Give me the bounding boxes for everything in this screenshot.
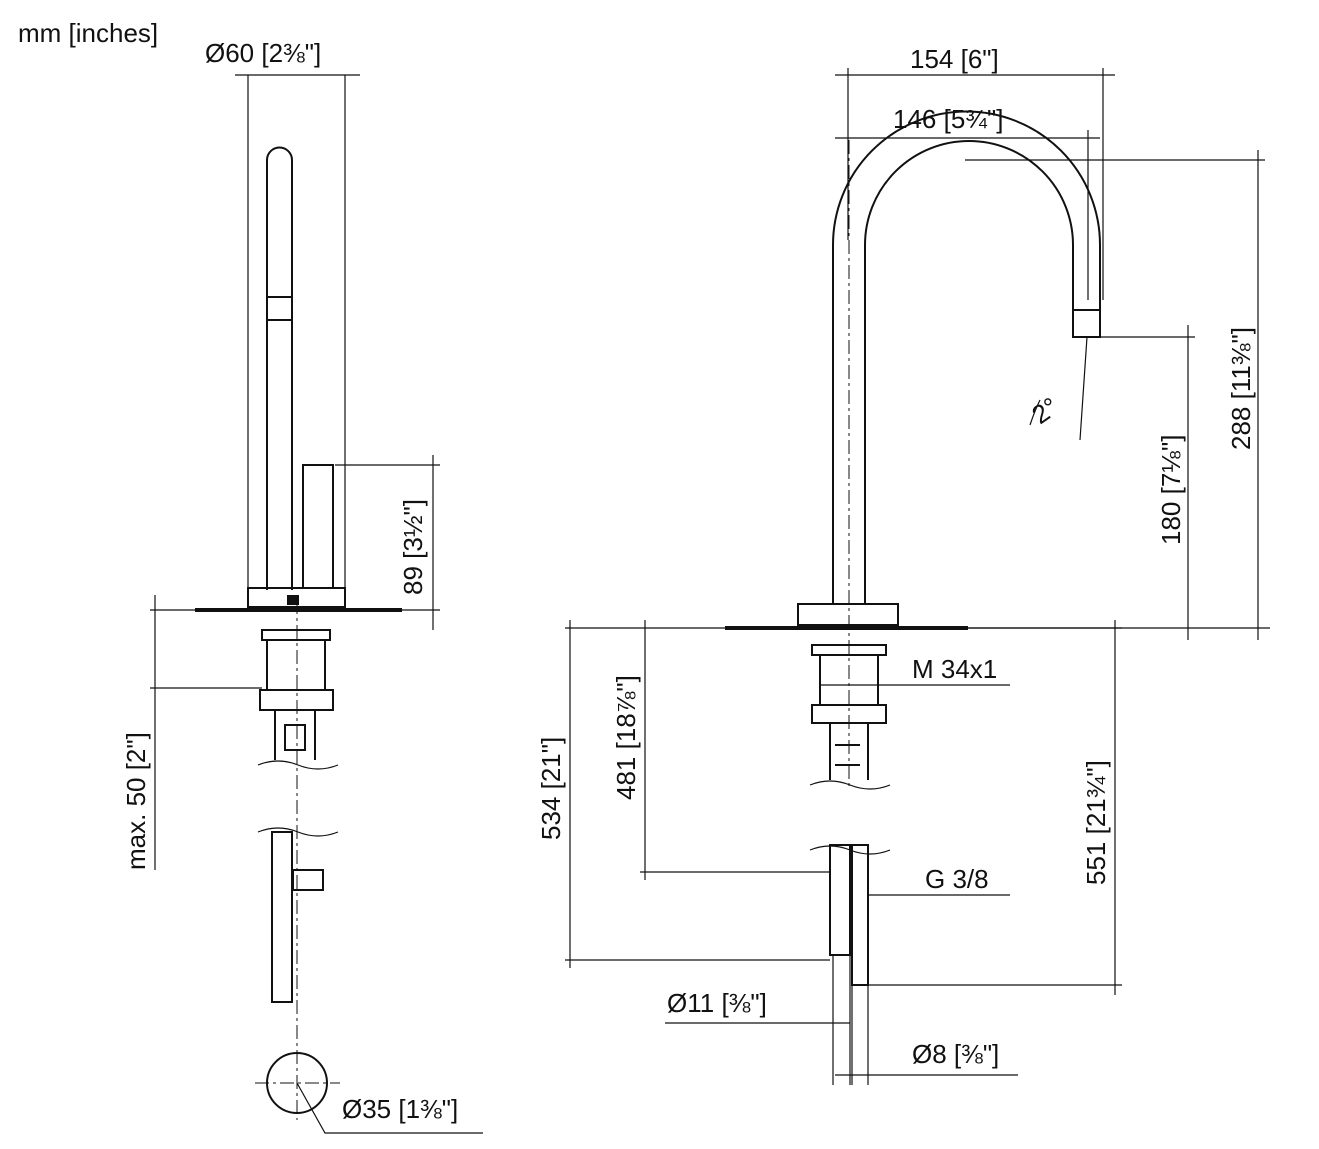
- dim-handle-height: 89 [3½"]: [398, 499, 428, 595]
- left-handle: [302, 464, 334, 589]
- right-body: [797, 603, 899, 626]
- dim-hose-diameter-8: Ø8 [⅜"]: [912, 1039, 999, 1069]
- right-front-view: 154 [6"] 146 [5¾"] 288 [11⅜"] 180 [7⅛"] …: [536, 44, 1270, 1085]
- dim-reach-inner: 146 [5¾"]: [893, 104, 1003, 134]
- dim-hose-length-551: 551 [21¾"]: [1081, 760, 1111, 885]
- hose-2: [851, 844, 869, 986]
- left-side-view: Ø60 [2⅜"] 89 [3½"] max. 50 [2"] Ø35 [1⅜"…: [121, 38, 483, 1134]
- dim-spout-diameter: Ø60 [2⅜"]: [205, 38, 321, 68]
- gooseneck-spout: [832, 110, 1101, 604]
- dim-hole-diameter: Ø35 [1⅜"]: [342, 1094, 458, 1124]
- dim-angle: 2°: [1026, 391, 1064, 430]
- units-label: mm [inches]: [18, 18, 158, 48]
- left-spout: [266, 146, 293, 590]
- dim-reach-outer: 154 [6"]: [910, 44, 999, 74]
- dim-max-thickness: max. 50 [2"]: [121, 732, 151, 870]
- thread-label: M 34x1: [912, 654, 997, 684]
- dim-hose-length-481: 481 [18⅞"]: [611, 675, 641, 800]
- hose-1: [829, 844, 851, 956]
- dim-hose-length-534: 534 [21"]: [536, 737, 566, 840]
- dim-total-height: 288 [11⅜"]: [1226, 327, 1256, 450]
- dim-hose-diameter-11: Ø11 [⅜"]: [667, 988, 767, 1018]
- dim-outlet-height: 180 [7⅛"]: [1156, 435, 1186, 545]
- connection-label: G 3/8: [925, 864, 989, 894]
